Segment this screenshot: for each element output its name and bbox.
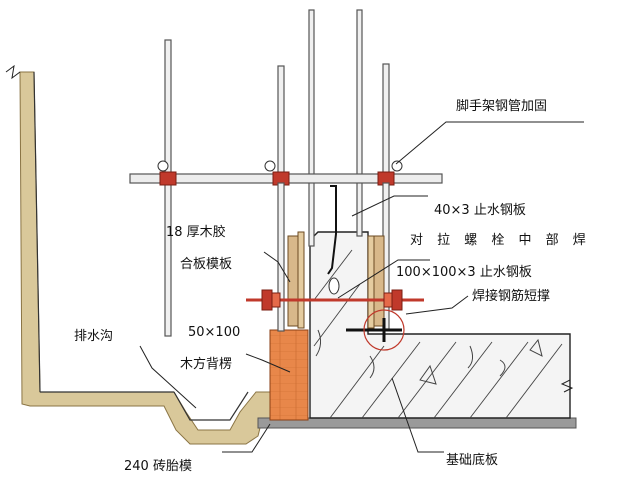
base-slab — [309, 231, 571, 419]
excavation-soil — [5, 64, 271, 445]
drain-ditch-shape — [173, 391, 249, 421]
label-drain-ditch: 排水沟 — [74, 329, 113, 344]
label-scaffold-reinforce: 脚手架钢管加固 — [456, 98, 547, 114]
label-base-slab: 基础底板 — [446, 452, 498, 468]
water-stop-plate — [327, 185, 337, 275]
label-weld-rebar-brace: 焊接钢筋短撑 — [472, 288, 550, 304]
label-water-stop-100: 100×100×3 止水钢板 — [396, 265, 532, 280]
brick-mold — [269, 329, 309, 421]
label-timber-back: 木方背楞 — [180, 356, 232, 372]
leader-lines — [139, 121, 584, 453]
label-water-stop-40: 40×3 止水钢板 — [434, 203, 526, 218]
formwork-timber — [287, 231, 385, 329]
scaffold-clamps — [157, 160, 403, 186]
label-timber-size: 50×100 — [188, 325, 240, 340]
label-plywood-a: 18 厚木胶 — [166, 224, 226, 240]
label-tie-bolt-weld: 对 拉 螺 栓 中 部 焊 — [410, 232, 591, 248]
welded-rebar-brace — [346, 309, 405, 351]
scaffold-pole-lower-left — [277, 182, 285, 332]
tie-bolt — [246, 277, 424, 311]
label-brick-mold: 240 砖胎模 — [124, 459, 192, 474]
label-plywood-b: 合板模板 — [180, 257, 232, 272]
